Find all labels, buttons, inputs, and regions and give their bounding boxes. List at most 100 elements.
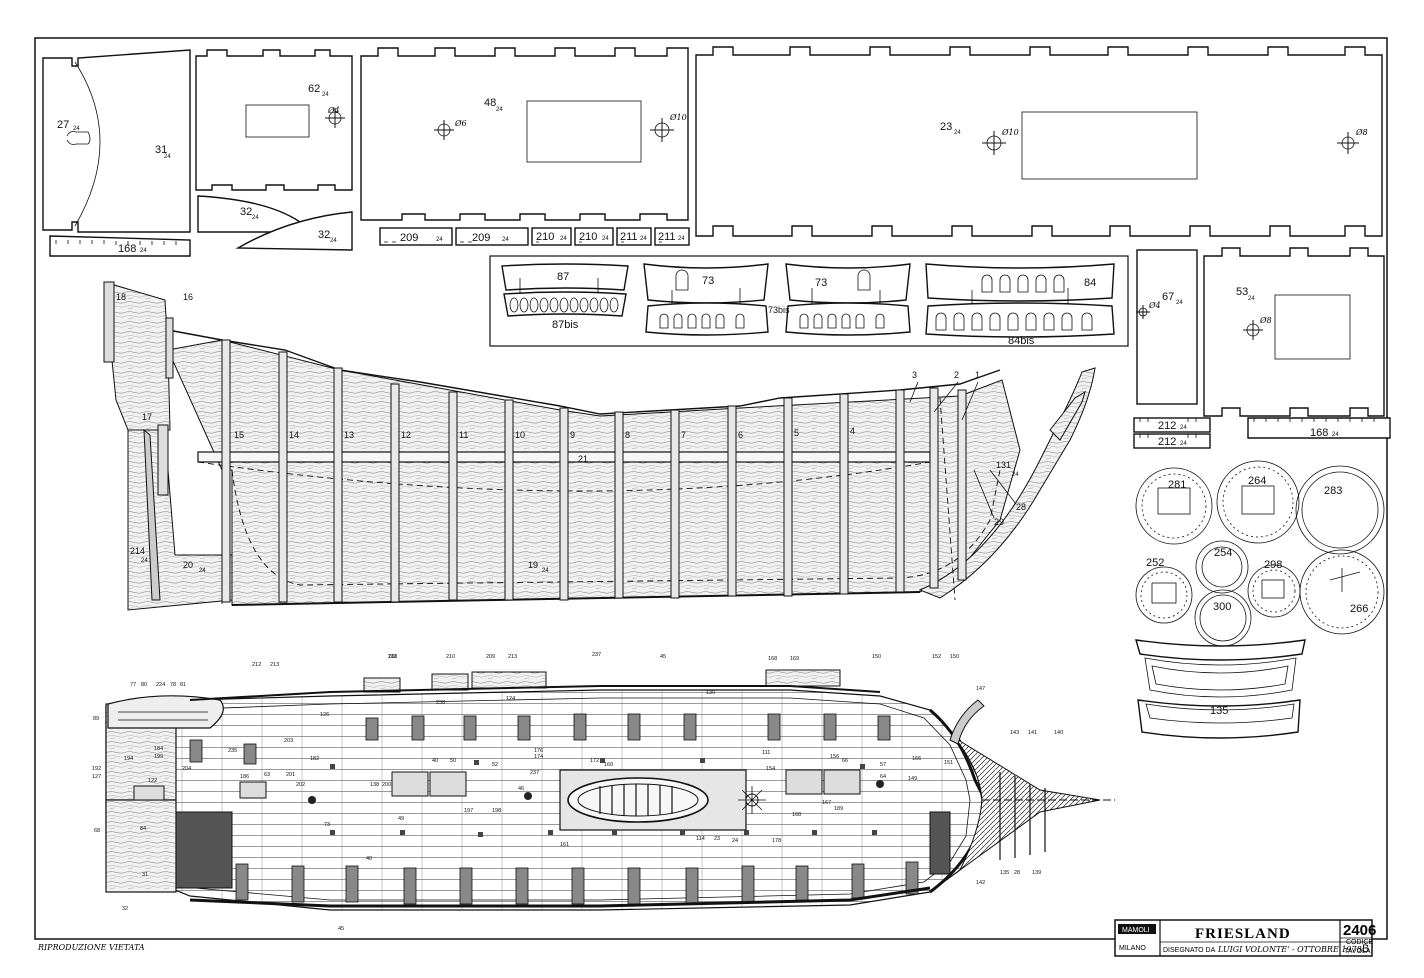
svg-text:24: 24 (640, 236, 647, 242)
deck-callout: 178 (772, 838, 781, 844)
deck-callout: 130 (706, 690, 715, 696)
svg-text:Ø10: Ø10 (669, 113, 687, 122)
svg-text:24: 24 (1176, 300, 1183, 306)
deck-callout: 213 (270, 662, 279, 668)
svg-text:24: 24 (496, 107, 503, 113)
svg-text:24: 24 (678, 236, 685, 242)
deck-callout: 66 (842, 758, 848, 764)
part-27-label: 27 (57, 119, 69, 131)
part-210b-label: 210 (579, 231, 597, 243)
deck-callout: 152 (932, 654, 941, 660)
deck-callout: 114 (696, 836, 705, 842)
deck-callout: 167 (822, 800, 831, 806)
deck-callout: 149 (908, 776, 917, 782)
deck-callout: 168 (768, 656, 777, 662)
hull-label-131: 131 (996, 460, 1011, 470)
part-168-left: 168 24 (49, 235, 191, 257)
deck-callout: 235 (228, 748, 237, 754)
part-210a-label: 210 (536, 231, 554, 243)
hull-label-28: 28 (1016, 502, 1026, 512)
deck-callout: 160 (604, 762, 613, 768)
hull-label-17: 17 (142, 412, 152, 422)
hull-label-9: 9 (570, 430, 575, 440)
part-209a-label: 209 (400, 232, 418, 244)
svg-text:24: 24 (322, 92, 329, 98)
deck-callout: 198 (492, 808, 501, 814)
author-date: LUIGI VOLONTE' - OTTOBRE 1978 (1217, 945, 1362, 954)
hull-label-2: 2 (954, 370, 959, 380)
part-135-label: 135 (1210, 705, 1228, 717)
deck-callout: 154 (766, 766, 775, 772)
part-62-label: 62 (308, 83, 320, 95)
part-212b-label: 212 (1158, 436, 1176, 448)
deck-callout: 176 (534, 748, 543, 754)
model-name: FRIESLAND (1195, 926, 1291, 942)
svg-text:24: 24 (1012, 472, 1019, 478)
deck-callout: 194 (124, 756, 133, 762)
hull-label-7: 7 (681, 430, 686, 440)
deck-callout: 203 (284, 738, 293, 744)
deck-callout: 210 (446, 654, 455, 660)
part-73bis-label: 73bis (768, 305, 790, 315)
deck-callout: 238 (436, 700, 445, 706)
deck-callout: 141 (1028, 730, 1037, 736)
disc-283-label: 283 (1324, 485, 1342, 497)
disc-281-label: 281 (1168, 479, 1186, 491)
hull-label-16: 16 (183, 292, 193, 302)
part-168a-label: 168 (118, 243, 136, 255)
part-211a-label: 211 (620, 231, 638, 243)
deck-callout: 199 (154, 754, 163, 760)
deck-callout: 192 (92, 766, 101, 772)
part-168b-label: 168 (1310, 427, 1328, 439)
deck-callout: 138 (370, 782, 379, 788)
deck-callout: 77 (130, 682, 136, 688)
svg-text:24: 24 (560, 236, 567, 242)
hull-label-3: 3 (912, 370, 917, 380)
deck-callout: 80 (141, 682, 147, 688)
part-32a-label: 32 (240, 206, 252, 218)
part-84bis-label: 84bis (1008, 335, 1035, 347)
svg-text:24: 24 (252, 215, 259, 221)
deck-callout: 124 (506, 696, 515, 702)
part-53: 53 24 Ø8 (1203, 247, 1385, 417)
svg-text:24: 24 (1180, 441, 1187, 447)
deck-callout: 89 (93, 716, 99, 722)
svg-text:Ø8: Ø8 (1355, 128, 1368, 137)
deck-callout: 182 (310, 756, 319, 762)
deck-callout: 81 (180, 682, 186, 688)
round-parts: 281 264 283 252 254 298 300 266 (1135, 460, 1385, 647)
svg-text:24: 24 (199, 568, 206, 574)
part-23: 23 24 Ø10 Ø8 (695, 46, 1383, 237)
deck-callout: 126 (320, 712, 329, 718)
part-67-label: 67 (1162, 291, 1174, 303)
svg-text:Ø4: Ø4 (1148, 301, 1161, 310)
deck-callout: 202 (296, 782, 305, 788)
deck-callout: 186 (240, 774, 249, 780)
part-48: 48 24 Ø6 Ø10 (360, 47, 689, 221)
deck-callout: 28 (1014, 870, 1020, 876)
disc-298-label: 298 (1264, 559, 1282, 571)
reproduction-notice: RIPRODUZIONE VIETATA (37, 943, 145, 952)
part-32-lower: 32 24 (235, 211, 353, 251)
deck-callout: 156 (830, 754, 839, 760)
deck-callout: 31 (142, 872, 148, 878)
parts-27-31: 27 24 31 24 (42, 49, 191, 233)
deck-callout: 111 (762, 750, 770, 756)
part-31-label: 31 (155, 144, 167, 156)
deck-callout: 224 (156, 682, 165, 688)
part-209b-label: 209 (472, 232, 490, 244)
part-32b-label: 32 (318, 229, 330, 241)
disc-254-label: 254 (1214, 547, 1232, 559)
hull-label-1: 1 (975, 370, 980, 380)
hull-label-13: 13 (344, 430, 354, 440)
deck-callout: 200 (382, 782, 391, 788)
hull-label-10: 10 (515, 430, 525, 440)
deck-callout: 40 (432, 758, 438, 764)
deck-callout: 201 (286, 772, 295, 778)
hull-label-14: 14 (289, 430, 299, 440)
deck-callout: 84 (140, 826, 146, 832)
hull-label-11: 11 (459, 430, 468, 440)
part-87-label: 87 (557, 271, 569, 283)
deck-callout: 50 (450, 758, 456, 764)
svg-text:24: 24 (602, 236, 609, 242)
